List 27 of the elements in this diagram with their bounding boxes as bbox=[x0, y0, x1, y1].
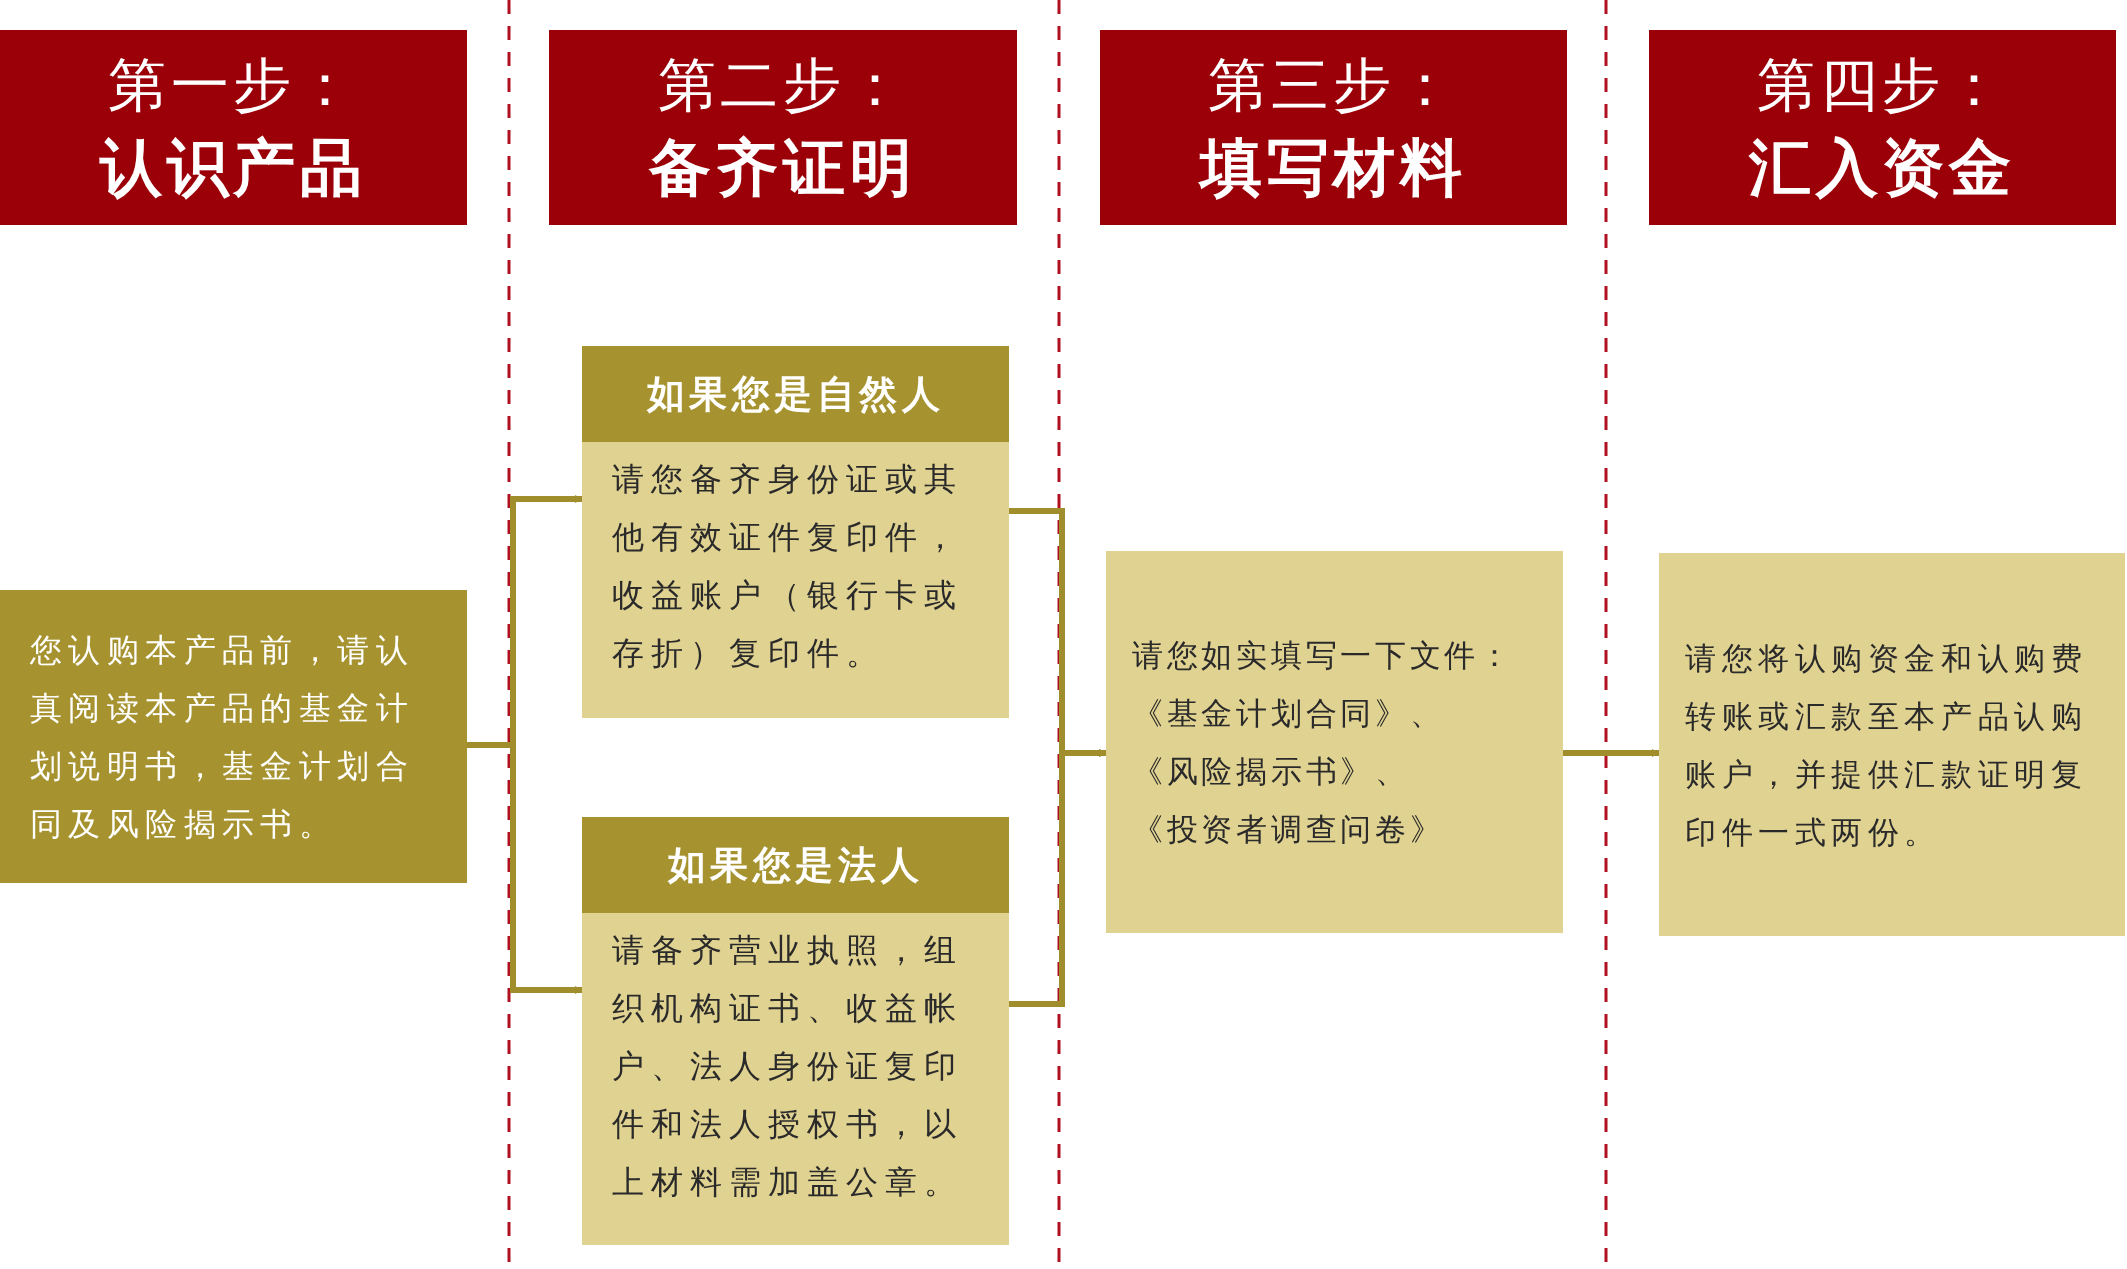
intro-box bbox=[0, 590, 467, 883]
step-header bbox=[549, 30, 1017, 225]
connector-arrow bbox=[1009, 749, 1107, 1007]
info-text: 请您将认购资金和认购费转账或汇款至本产品认购账户，并提供汇款证明复印件一式两份。 bbox=[1685, 638, 2089, 852]
step-title: 填写材料 bbox=[1199, 129, 1468, 206]
step-title: 备齐证明 bbox=[649, 129, 917, 206]
step-number: 第一步： bbox=[108, 49, 359, 121]
connector-arrow bbox=[1563, 749, 1660, 757]
card-header: 如果您是自然人 bbox=[582, 346, 1009, 442]
step-number: 第二步： bbox=[657, 49, 909, 121]
step-header bbox=[0, 30, 467, 225]
step-title: 汇入资金 bbox=[1748, 129, 2017, 206]
step-header bbox=[1649, 30, 2116, 225]
card-body-text: 请您备齐身份证或其他有效证件复印件，收益账户（银行卡或存折）复印件。 bbox=[611, 459, 965, 674]
card-body-text: 请备齐营业执照，组织机构证书、收益帐户、法人身份证复印件和法人授权书，以上材料需加盖公章。 bbox=[611, 930, 965, 1203]
step-title: 认识产品 bbox=[99, 129, 368, 206]
info-box bbox=[1659, 553, 2125, 936]
card-header: 如果您是法人 bbox=[582, 817, 1009, 913]
step-header bbox=[1100, 30, 1567, 225]
info-card bbox=[582, 817, 1009, 1245]
connector-arrow bbox=[467, 742, 583, 994]
info-card bbox=[582, 346, 1009, 718]
info-text: 请您如实填写一下文件：《基金计划合同》、《风险揭示书》、《投资者调查问卷》 bbox=[1132, 636, 1515, 849]
info-box bbox=[1106, 551, 1563, 933]
intro-text: 您认购本产品前，请认真阅读本产品的基金计划说明书，基金计划合同及风险揭示书。 bbox=[30, 629, 415, 845]
step-number: 第三步： bbox=[1208, 49, 1459, 121]
step-number: 第四步： bbox=[1757, 49, 2008, 121]
